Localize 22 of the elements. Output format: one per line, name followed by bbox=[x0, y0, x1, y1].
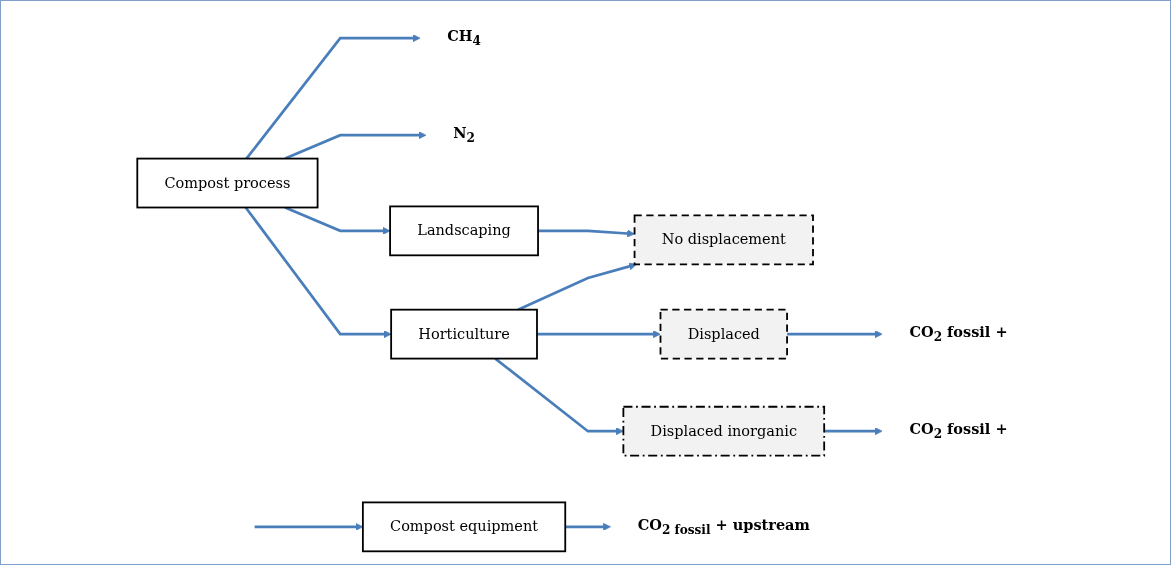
arrow bbox=[244, 34, 420, 160]
node-box: Compost process bbox=[135, 157, 318, 209]
node-box: Horticulture bbox=[389, 308, 538, 360]
node-text: CO$_{2}$ fossil + bbox=[908, 420, 1008, 441]
arrow bbox=[254, 522, 363, 531]
node-text: N$_{2}$ bbox=[452, 124, 475, 145]
node-text: CO$_{2 fossil}$ + upstream bbox=[637, 516, 810, 537]
node-text: CH$_{4}$ bbox=[446, 27, 481, 48]
arrow bbox=[564, 522, 611, 531]
node-box: Compost equipment bbox=[361, 501, 566, 553]
node-box: No displacement bbox=[633, 214, 814, 266]
arrow bbox=[244, 206, 391, 339]
arrow bbox=[786, 330, 883, 339]
node-text: CO$_{2}$ fossil + bbox=[908, 323, 1008, 344]
node-box: Displaced bbox=[659, 308, 788, 360]
arrow bbox=[284, 206, 390, 235]
arrow bbox=[516, 262, 637, 311]
node-box: Landscaping bbox=[388, 205, 539, 257]
arrow bbox=[537, 229, 635, 238]
arrow bbox=[284, 131, 426, 160]
arrow bbox=[823, 427, 883, 436]
node-box: Displaced inorganic bbox=[621, 405, 825, 457]
